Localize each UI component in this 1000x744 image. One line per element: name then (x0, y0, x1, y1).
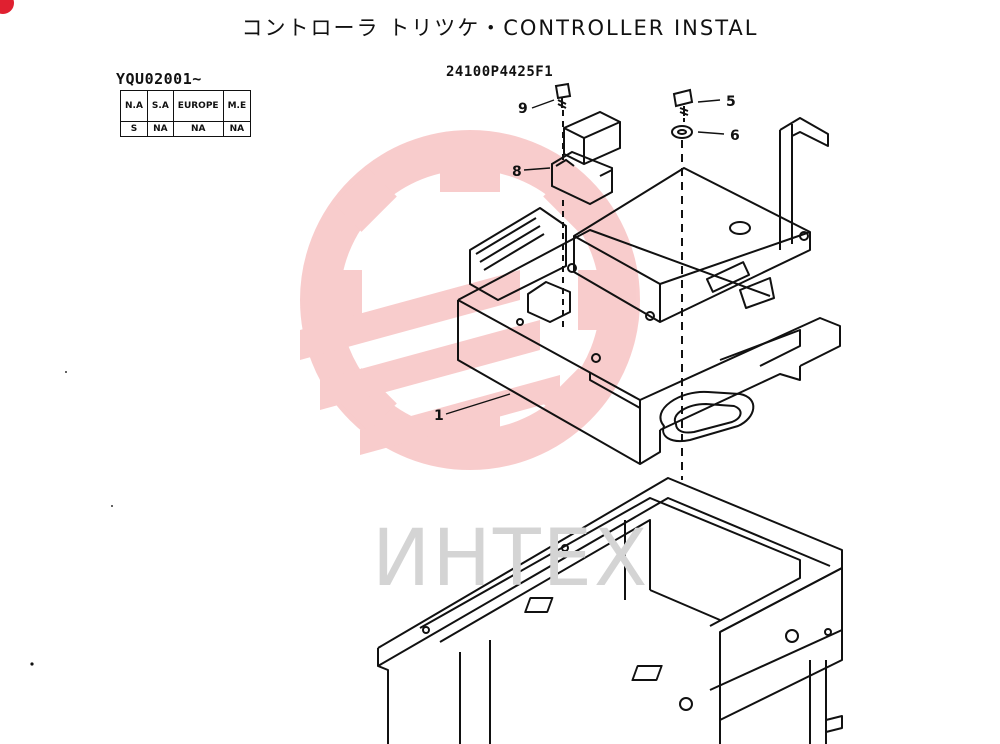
table-cell: NA (222, 121, 252, 137)
page-title: コントローラ トリツケ・CONTROLLER INSTAL (241, 16, 759, 40)
table-cell: S (120, 121, 148, 137)
callout-6: 6 (730, 128, 740, 144)
fasteners (551, 82, 694, 480)
applicability-table: N.A S.A EUROPE M.E S NA NA NA (120, 90, 252, 137)
watermark-gear-icon (300, 130, 640, 470)
mounting-frame (377, 477, 843, 744)
callout-9: 9 (518, 101, 528, 117)
table-cell: NA (172, 121, 224, 137)
part-number: 24100P4425F1 (446, 64, 554, 80)
watermark-text: ИНТЕХ (372, 514, 650, 604)
callout-leaders (445, 99, 725, 415)
speck (111, 505, 113, 507)
speck (65, 371, 67, 373)
column-header: M.E (222, 90, 252, 122)
callout-1: 1 (434, 408, 444, 424)
column-header: N.A (120, 90, 148, 122)
corner-badge (0, 0, 14, 14)
column-header: S.A (146, 90, 174, 122)
serial-range: YQU02001~ (116, 70, 202, 88)
controller-assembly (457, 117, 841, 465)
speck (30, 662, 34, 666)
callout-8: 8 (512, 164, 522, 180)
callout-5: 5 (726, 94, 736, 110)
